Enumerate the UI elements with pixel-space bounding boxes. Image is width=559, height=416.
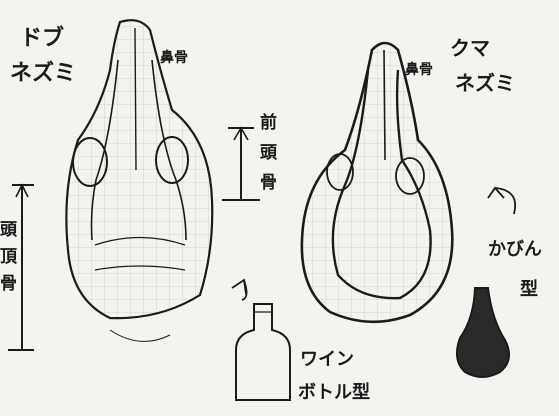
brown-rat-skull-grid bbox=[66, 20, 213, 319]
black-rat-inner-outline bbox=[331, 69, 432, 300]
brown-rat-frontal-left bbox=[90, 59, 119, 241]
left-title-line2: ネズミ bbox=[10, 60, 76, 86]
black-rat-nasal-suture bbox=[383, 49, 386, 161]
brown-rat-skull-outline bbox=[65, 19, 214, 320]
wine-label-line1: ワイン bbox=[300, 349, 354, 370]
black-rat-left-orbit bbox=[326, 153, 354, 191]
parietal-label-1: 頭 bbox=[0, 220, 18, 240]
brown-rat-right-orbit bbox=[155, 136, 189, 184]
vase-arrow-icon bbox=[487, 186, 516, 215]
brown-rat-skull bbox=[65, 19, 214, 342]
black-rat-skull-outline bbox=[300, 41, 454, 324]
vase-icon bbox=[455, 287, 510, 378]
black-rat-skull bbox=[300, 41, 454, 324]
brown-rat-nasal-suture bbox=[134, 27, 137, 171]
right-title-line1: クマ bbox=[450, 36, 490, 60]
brown-rat-jaw-sketch bbox=[109, 329, 171, 342]
wine-bottle-icon bbox=[235, 303, 291, 401]
right-title-line2: ネズミ bbox=[455, 71, 515, 95]
brown-rat-frontal-right bbox=[151, 59, 187, 241]
parietal-label-2: 頂 bbox=[0, 247, 18, 267]
black-rat-right-orbit bbox=[395, 157, 425, 195]
frontal-label-mid: 頭 bbox=[260, 143, 278, 163]
vase-label-line1: かびん bbox=[488, 239, 542, 260]
left-nasal-label: 鼻骨 bbox=[160, 49, 188, 66]
frontal-label-bot: 骨 bbox=[260, 173, 277, 193]
left-title-line1: ドブ bbox=[20, 25, 64, 51]
frontal-label-top: 前 bbox=[260, 112, 277, 133]
right-nasal-label: 鼻骨 bbox=[405, 61, 433, 78]
brown-rat-left-orbit bbox=[72, 137, 108, 187]
parietal-measure bbox=[8, 183, 34, 351]
brown-rat-parietal bbox=[94, 236, 186, 271]
frontal-measure bbox=[222, 126, 260, 201]
wine-arrow-icon bbox=[231, 278, 248, 301]
wine-label-line2: ボトル型 bbox=[298, 381, 370, 403]
parietal-label-3: 骨 bbox=[0, 274, 17, 294]
vase-label-line2: 型 bbox=[520, 278, 538, 300]
black-rat-skull-grid bbox=[301, 43, 453, 322]
